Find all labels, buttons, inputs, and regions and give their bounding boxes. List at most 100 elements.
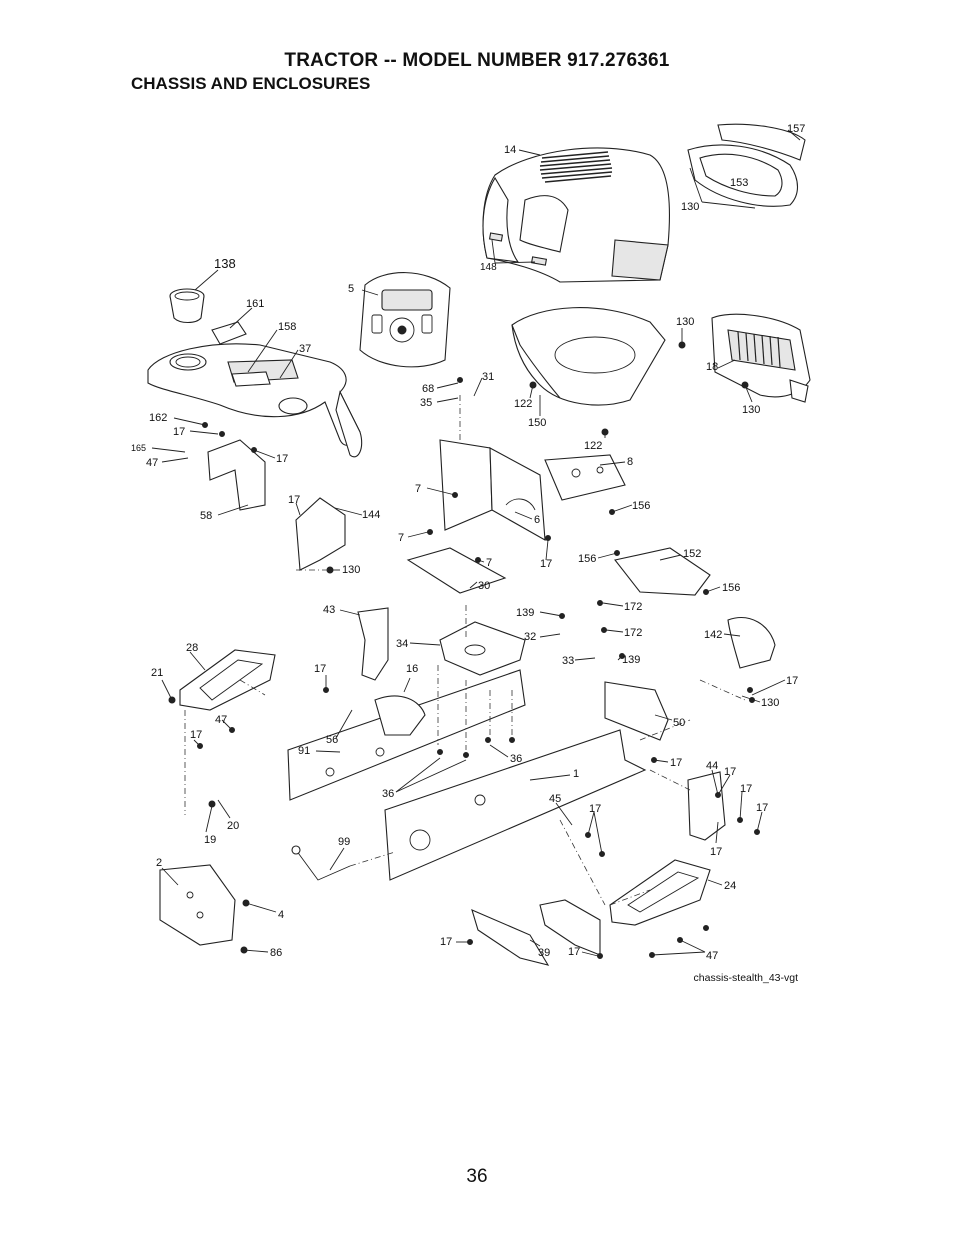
callout-19: 19	[204, 834, 216, 846]
callout-31: 31	[482, 371, 494, 383]
assembly-lines	[184, 395, 746, 906]
callout-17: 17	[670, 757, 682, 769]
callout-5: 5	[348, 283, 354, 295]
callout-17: 17	[314, 663, 326, 675]
callout-17: 17	[786, 675, 798, 687]
callout-58: 58	[200, 510, 212, 522]
callout-17: 17	[724, 766, 736, 778]
callout-2: 2	[156, 857, 162, 869]
callout-37: 37	[299, 343, 311, 355]
callout-33: 33	[562, 655, 574, 667]
frame-rail-part	[287, 669, 647, 881]
callout-162: 162	[149, 412, 167, 424]
callout-156: 156	[578, 553, 596, 565]
callout-99: 99	[338, 836, 350, 848]
callout-158: 158	[278, 321, 296, 333]
callout-36: 36	[382, 788, 394, 800]
callout-34: 34	[396, 638, 408, 650]
callout-43: 43	[323, 604, 335, 616]
callout-17: 17	[288, 494, 300, 506]
callout-139: 139	[622, 654, 640, 666]
callout-6: 6	[534, 514, 540, 526]
callout-1: 1	[573, 768, 579, 780]
callout-32: 32	[524, 631, 536, 643]
lever-part	[291, 845, 351, 881]
callout-161: 161	[246, 298, 264, 310]
callout-47: 47	[215, 714, 227, 726]
side-bracket-part	[357, 607, 776, 741]
callout-4: 4	[278, 909, 284, 921]
footrest-left-part	[179, 649, 276, 711]
callout-144: 144	[362, 509, 380, 521]
mount-plate-part	[439, 621, 526, 676]
callout-44: 44	[706, 760, 718, 772]
callout-17: 17	[276, 453, 288, 465]
callout-17: 17	[173, 426, 185, 438]
front-bracket-part	[159, 864, 236, 946]
grille-part	[687, 123, 806, 207]
callout-30: 30	[478, 580, 490, 592]
callout-56: 56	[326, 734, 338, 746]
page-title: TRACTOR -- MODEL NUMBER 917.276361	[284, 50, 670, 71]
bracket-part	[207, 439, 346, 571]
callout-20: 20	[227, 820, 239, 832]
callout-17: 17	[589, 803, 601, 815]
callout-17: 17	[540, 558, 552, 570]
callout-130: 130	[681, 201, 699, 213]
callout-122: 122	[514, 398, 532, 410]
callout-36: 36	[510, 753, 522, 765]
diagram-source-code: chassis-stealth_43-vgt	[693, 972, 798, 984]
callout-17: 17	[756, 802, 768, 814]
callout-138: 138	[214, 256, 236, 271]
callout-17: 17	[568, 946, 580, 958]
callout-130: 130	[342, 564, 360, 576]
dash-tower-part	[439, 439, 626, 541]
callout-130: 130	[742, 404, 760, 416]
callout-45: 45	[549, 793, 561, 805]
callout-150: 150	[528, 417, 546, 429]
callout-157: 157	[787, 123, 805, 135]
callout-17: 17	[710, 846, 722, 858]
callout-47: 47	[146, 457, 158, 469]
callout-47: 47	[706, 950, 718, 962]
callout-91: 91	[298, 745, 310, 757]
callout-156: 156	[632, 500, 650, 512]
page-number: 36	[466, 1166, 488, 1187]
callout-16: 16	[406, 663, 418, 675]
callout-86: 86	[270, 947, 282, 959]
callout-7: 7	[486, 557, 492, 569]
callout-130: 130	[676, 316, 694, 328]
footrest-right-part	[609, 859, 711, 926]
rear-panel-part	[711, 313, 811, 403]
callout-7: 7	[398, 532, 404, 544]
fender-part	[147, 321, 363, 458]
cup-holder-part	[169, 288, 205, 324]
callout-172: 172	[624, 601, 642, 613]
callout-18: 18	[706, 361, 718, 373]
callout-28: 28	[186, 642, 198, 654]
callout-148: 148	[480, 262, 497, 273]
callout-142: 142	[704, 629, 722, 641]
leader-lines	[151, 129, 801, 957]
callout-152: 152	[683, 548, 701, 560]
callout-50: 50	[673, 717, 685, 729]
callout-130: 130	[761, 697, 779, 709]
callout-139: 139	[516, 607, 534, 619]
floor-plate-part	[406, 547, 507, 594]
callout-153: 153	[730, 177, 748, 189]
lower-bracket-part	[471, 771, 726, 966]
callout-labels: 14 157 153 130 148 138 5 161 158 37 130 …	[131, 123, 805, 962]
section-subtitle: CHASSIS AND ENCLOSURES	[131, 74, 371, 93]
callout-172: 172	[624, 627, 642, 639]
seat-pan-part	[511, 307, 666, 406]
callout-17: 17	[440, 936, 452, 948]
callout-17: 17	[190, 729, 202, 741]
callout-156: 156	[722, 582, 740, 594]
hood-part	[482, 147, 670, 283]
dash-panel-part	[359, 272, 451, 368]
callout-17: 17	[740, 783, 752, 795]
callout-68: 68	[422, 383, 434, 395]
callout-122: 122	[584, 440, 602, 452]
callout-24: 24	[724, 880, 736, 892]
